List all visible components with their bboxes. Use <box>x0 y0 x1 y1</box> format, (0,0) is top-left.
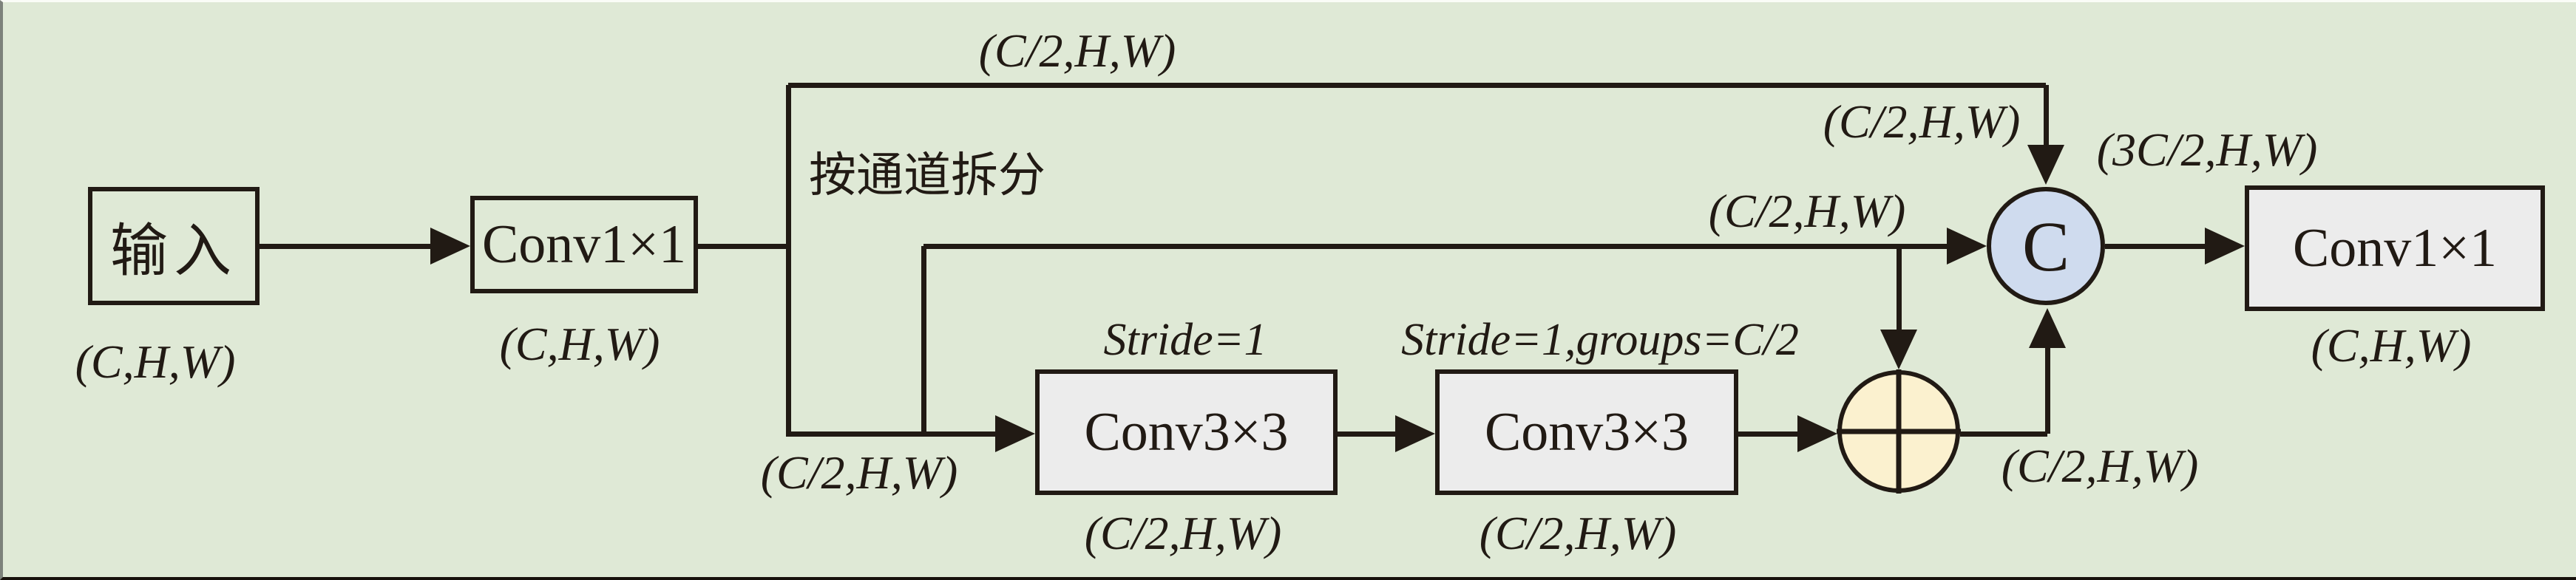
dim-label-output: (C,H,W) <box>2311 319 2472 372</box>
arrow-into-conv3a <box>995 415 1035 452</box>
wire-conv3a-to-conv3b <box>1338 431 1400 437</box>
add-node-crossbar-v <box>1896 369 1902 494</box>
arrow-into-conv3b <box>1395 415 1435 452</box>
arrow-into-add-top <box>1880 330 1917 369</box>
wire-bottom-rail <box>788 431 1000 437</box>
arrow-into-add-left <box>1797 415 1837 452</box>
arrow-into-concat-left <box>1947 228 1987 265</box>
wire-conv3b-to-add <box>1738 431 1802 437</box>
dim-label-bottom-branch: (C/2,H,W) <box>760 446 958 499</box>
add-node <box>1837 369 1961 494</box>
conv3x3-box-a: Conv3×3 <box>1035 369 1338 495</box>
wire-identity-riser <box>921 246 926 434</box>
arrow-into-concat-bottom <box>2029 308 2066 348</box>
dim-label-conv3b: (C/2,H,W) <box>1479 507 1677 559</box>
dim-label-input: (C,H,W) <box>75 335 236 388</box>
stride-note-a: Stride=1 <box>1103 315 1267 365</box>
dim-label-top-branch: (C/2,H,W) <box>978 24 1176 77</box>
dim-label-identity: (C/2,H,W) <box>1708 185 1906 237</box>
wire-add-to-corner <box>1960 431 2047 437</box>
dim-label-conv1a: (C,H,W) <box>499 318 660 370</box>
wire-branch-to-add <box>1896 246 1902 333</box>
wire-middle-rail <box>923 243 1951 249</box>
concat-node: C <box>1987 187 2105 305</box>
wire-input-to-conv1 <box>260 243 436 249</box>
input-box: 输入 <box>88 187 260 305</box>
arrow-into-conv1a <box>430 228 470 265</box>
wire-conv1-to-split <box>698 243 791 249</box>
dim-label-conv3a: (C/2,H,W) <box>1084 507 1282 559</box>
wire-split-vertical <box>785 85 791 437</box>
wire-top-descent <box>2043 85 2049 149</box>
dim-label-top-right: (C/2,H,W) <box>1823 95 2021 148</box>
arrow-into-concat-top <box>2027 145 2064 185</box>
conv1x1-box-out: Conv1×1 <box>2245 185 2545 311</box>
dim-label-concat-out: (3C/2,H,W) <box>2096 123 2318 176</box>
arrow-into-conv1b <box>2205 228 2245 265</box>
wire-top-rail <box>788 82 2046 88</box>
conv1x1-box-a: Conv1×1 <box>470 196 698 293</box>
conv3x3-box-b: Conv3×3 <box>1435 369 1738 495</box>
wire-concat-to-output <box>2105 243 2209 249</box>
wire-corner-to-concat <box>2044 344 2050 434</box>
split-note: 按通道拆分 <box>809 149 1045 202</box>
dim-label-add-out: (C/2,H,W) <box>2001 440 2199 492</box>
stride-note-b: Stride=1,groups=C/2 <box>1401 315 1799 365</box>
